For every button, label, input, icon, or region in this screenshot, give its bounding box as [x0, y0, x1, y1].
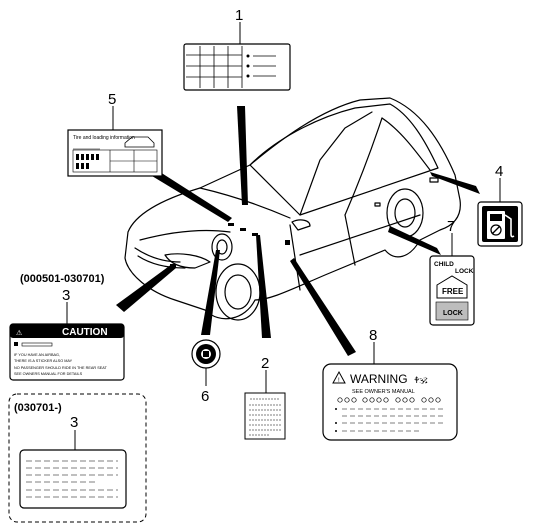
label-7-child-lock-sticker: CHILD LOCK FREE LOCK	[429, 233, 475, 326]
child-lock-title-a: CHILD	[434, 261, 454, 268]
warning-subheading: SEE OWNER'S MANUAL	[352, 389, 415, 395]
label-3-caution-sticker: (000501-030701) CAUTION ⚠ IF YOU HAVE AN…	[9, 273, 125, 381]
caution-line-a: IF YOU HAVE AN AIRBAG,	[14, 353, 60, 357]
callout-3-early: 3	[62, 287, 70, 304]
label-1-grid-sticker	[183, 22, 291, 91]
caution-symbol-a: ⚠	[16, 329, 22, 337]
callout-4: 4	[495, 163, 503, 180]
late-variant-frame	[8, 393, 147, 523]
label-6-round-sticker	[191, 339, 221, 386]
callout-3-late: 3	[70, 414, 78, 431]
caution-line-b: THERE IS A STICKER ALSO MAY	[14, 359, 73, 363]
callout-2: 2	[261, 355, 269, 372]
leader-7	[388, 226, 441, 255]
leader-3	[116, 264, 176, 312]
leader-8	[290, 258, 356, 356]
label-3-late-variant: (030701-)	[8, 393, 147, 523]
child-lock-lock: LOCK	[443, 310, 463, 317]
caution-line-d: SEE OWNERS MANUAL FOR DETAILS	[14, 372, 83, 376]
steering-hub	[211, 233, 233, 261]
date-range-late: (030701-)	[14, 402, 62, 414]
label-8-warning-sticker: ! WARNING 🕈🕉 SEE OWNER'S MANUAL	[322, 342, 458, 441]
caution-heading: CAUTION	[62, 327, 108, 338]
car-illustration	[124, 97, 461, 321]
callout-6: 6	[201, 388, 209, 405]
leader-5	[152, 172, 232, 222]
leader-6	[201, 250, 220, 335]
leader-1	[237, 106, 248, 205]
warning-exclaim: !	[338, 378, 340, 384]
callout-numbers: 1 5 4 7 3 8 2 6 3	[62, 7, 503, 431]
date-range-early: (000501-030701)	[20, 273, 105, 285]
leader-wedges	[116, 106, 480, 356]
leader-2	[256, 235, 271, 338]
child-lock-title-b: LOCK	[455, 268, 474, 275]
tire-label-heading: Tire and loading information	[73, 135, 135, 141]
callout-5: 5	[108, 91, 116, 108]
label-5-tire-sticker: Tire and loading information	[67, 106, 163, 177]
callout-7: 7	[447, 218, 455, 235]
child-lock-free: FREE	[442, 287, 464, 296]
label-4-fuel-sticker	[477, 178, 523, 247]
label-2-text-sticker	[244, 370, 286, 440]
car-label-markers	[170, 223, 290, 267]
callout-8: 8	[369, 327, 377, 344]
leader-4	[430, 172, 480, 194]
warning-icons: 🕈🕉	[414, 375, 428, 385]
callout-1: 1	[235, 7, 243, 24]
caution-line-c: NO PASSENGER SHOULD RIDE IN THE REAR SEA…	[14, 366, 108, 370]
warning-heading: WARNING	[350, 372, 408, 386]
